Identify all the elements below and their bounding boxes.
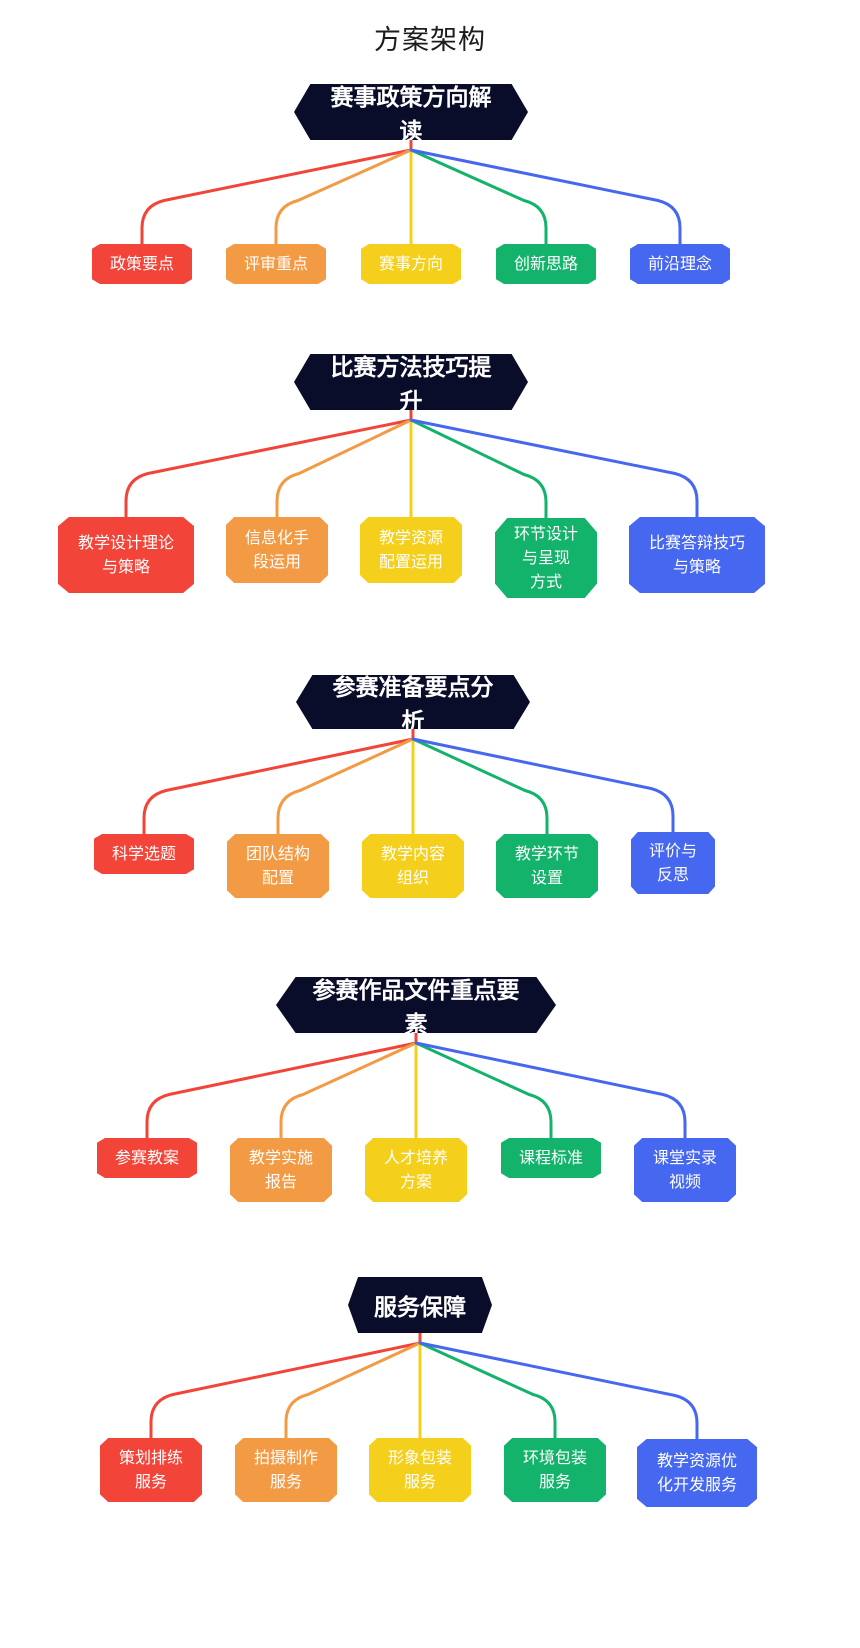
connector-line <box>276 737 415 836</box>
child-node: 比赛答辩技巧 与策略 <box>629 517 765 593</box>
connector-line <box>275 418 413 519</box>
connector-line <box>142 737 415 836</box>
connector-line <box>409 418 699 519</box>
child-node: 科学选题 <box>94 834 194 874</box>
child-node: 课堂实录 视频 <box>634 1138 736 1202</box>
section-root-node: 比赛方法技巧提升 <box>294 354 528 410</box>
connector-line <box>140 148 413 246</box>
child-node: 政策要点 <box>92 244 192 284</box>
child-node: 教学资源优 化开发服务 <box>637 1439 757 1507</box>
child-node: 团队结构 配置 <box>227 834 329 898</box>
connector-line <box>409 148 548 246</box>
connector-line <box>274 148 413 246</box>
section-root-node: 参赛准备要点分析 <box>296 675 530 729</box>
child-node: 评价与 反思 <box>631 832 715 894</box>
section-root-node: 服务保障 <box>348 1277 492 1333</box>
connector-line <box>414 1041 687 1140</box>
connector-line <box>411 737 675 834</box>
connector-line <box>409 148 682 246</box>
connector-line <box>145 1041 418 1140</box>
connector-line <box>124 418 413 519</box>
child-node: 策划排练 服务 <box>100 1438 202 1502</box>
child-node: 环境包装 服务 <box>504 1438 606 1502</box>
connector-line <box>418 1341 699 1441</box>
connector-line <box>409 418 548 520</box>
child-node: 教学资源 配置运用 <box>360 517 462 583</box>
connector-line <box>149 1341 422 1440</box>
connector-line <box>418 1341 557 1440</box>
child-node: 形象包装 服务 <box>369 1438 471 1502</box>
child-node: 教学内容 组织 <box>362 834 464 898</box>
child-node: 评审重点 <box>226 244 326 284</box>
connector-line <box>279 1041 418 1140</box>
connector-line <box>411 737 549 836</box>
child-node: 创新思路 <box>496 244 596 284</box>
page-title: 方案架构 <box>374 25 486 56</box>
child-node: 赛事方向 <box>361 244 461 284</box>
child-node: 课程标准 <box>501 1138 601 1178</box>
section-root-node: 赛事政策方向解读 <box>294 84 528 140</box>
child-node: 人才培养 方案 <box>365 1138 467 1202</box>
child-node: 教学环节 设置 <box>496 834 598 898</box>
child-node: 环节设计 与呈现 方式 <box>495 518 597 598</box>
connector-line <box>414 1041 553 1140</box>
child-node: 参赛教案 <box>97 1138 197 1178</box>
child-node: 教学设计理论 与策略 <box>58 517 194 593</box>
connector-line <box>284 1341 422 1440</box>
child-node: 拍摄制作 服务 <box>235 1438 337 1502</box>
child-node: 教学实施 报告 <box>230 1138 332 1202</box>
section-root-node: 参赛作品文件重点要素 <box>276 977 556 1033</box>
child-node: 前沿理念 <box>630 244 730 284</box>
child-node: 信息化手 段运用 <box>226 517 328 583</box>
